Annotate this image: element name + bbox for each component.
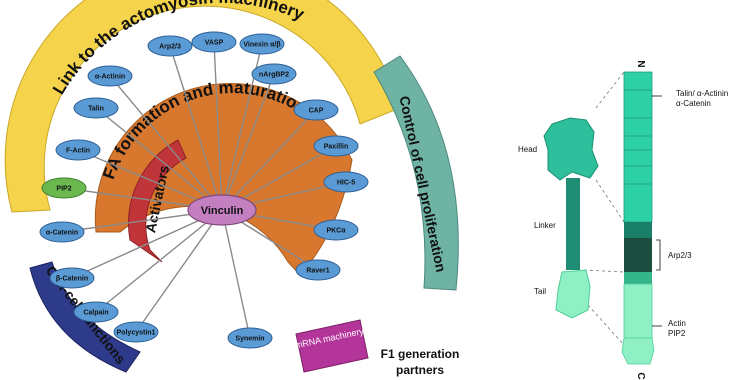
partner-node-actinin[interactable]: α-Actinin xyxy=(87,65,133,87)
spoke-line xyxy=(95,209,223,313)
partner-node-label: α-Actinin xyxy=(95,74,125,81)
partner-node-label: Paxillin xyxy=(324,144,349,151)
bar-arp-segment xyxy=(624,238,652,272)
n-terminus-label: N xyxy=(635,60,646,67)
partner-node-talin[interactable]: Talin xyxy=(73,97,119,119)
partner-node-shape xyxy=(55,139,101,161)
partner-node-paxillin[interactable]: Paxillin xyxy=(313,135,359,157)
head-label: Head xyxy=(518,145,537,154)
vinculin-label: Vinculin xyxy=(201,205,244,217)
partner-node-shape xyxy=(49,267,95,289)
guide-line xyxy=(587,304,625,346)
partner-node-shape xyxy=(147,35,193,57)
head-domain xyxy=(543,117,599,181)
partner-node-label: Talin xyxy=(88,106,104,113)
partner-node-cap[interactable]: CAP xyxy=(293,99,339,121)
proliferation-arc xyxy=(373,55,459,291)
partner-node-raver1[interactable]: Raver1 xyxy=(295,259,341,281)
spoke-line xyxy=(221,209,251,339)
partner-node-vasp[interactable]: VASP xyxy=(191,31,237,53)
guide-line xyxy=(583,269,625,273)
partner-node-label: PIP2 xyxy=(56,186,71,193)
bar-bottom-cap xyxy=(621,337,655,365)
partner-nodes: Arp2/3 VASP Vinexin α/β α-Actinin nArgBP2Tal… xyxy=(39,31,369,349)
partner-node-shape xyxy=(227,327,273,349)
f1-generation-label: F1 generation xyxy=(381,347,460,361)
partner-node-vinexin[interactable]: Vinexin α/β xyxy=(239,33,285,55)
spoke-line xyxy=(169,45,223,211)
partner-node-shape xyxy=(295,259,341,281)
partner-node-label: Synemin xyxy=(235,336,264,343)
partner-node-catenin[interactable]: α-Catenin xyxy=(39,221,85,243)
partner-node-label: α-Catenin xyxy=(46,230,78,237)
partner-node-label: VASP xyxy=(205,40,224,47)
partner-node-synemin[interactable]: Synemin xyxy=(227,327,273,349)
partner-node-shape xyxy=(239,33,285,55)
guide-line xyxy=(595,71,625,109)
partner-node-pkc[interactable]: PKCα xyxy=(313,219,359,241)
partner-node-arp2-3[interactable]: Arp2/3 xyxy=(147,35,193,57)
catenin-label: α-Catenin xyxy=(676,99,711,108)
partner-node-shape xyxy=(251,63,297,85)
guide-line xyxy=(595,179,625,223)
partner-node-label: F-Actin xyxy=(66,148,90,155)
vinculin-node[interactable]: Vinculin xyxy=(187,194,257,226)
partner-node-label: HIC-5 xyxy=(337,180,355,187)
partner-node-polycystin1[interactable]: Polycystin1 xyxy=(113,321,159,343)
spoke-line xyxy=(109,75,223,211)
bar-linker-segment xyxy=(624,222,652,238)
partner-node-label: PKCα xyxy=(326,228,346,235)
mrna-box: mRNA machinery xyxy=(294,319,369,373)
activators-arc xyxy=(128,139,187,263)
partner-node-catenin[interactable]: β-Catenin xyxy=(49,267,95,289)
partner-node-shape xyxy=(191,31,237,53)
arp23-label: Arp2/3 xyxy=(668,251,692,260)
linker-label: Linker xyxy=(534,221,556,230)
spoke-line xyxy=(135,209,223,333)
bar-actin-segment xyxy=(623,283,653,339)
partner-node-shape xyxy=(323,171,369,193)
partner-node-shape xyxy=(87,65,133,87)
partner-node-shape xyxy=(313,135,359,157)
partner-node-label: Vinexin α/β xyxy=(243,42,281,49)
partner-node-shape xyxy=(41,177,87,199)
partner-node-shape xyxy=(73,301,119,323)
partner-node-shape xyxy=(73,97,119,119)
partner-node-f-actin[interactable]: F-Actin xyxy=(55,139,101,161)
partner-node-shape xyxy=(113,321,159,343)
partner-node-shape xyxy=(39,221,85,243)
spoke-line xyxy=(95,107,223,211)
partner-node-label: Raver1 xyxy=(306,268,329,275)
partner-node-label: β-Catenin xyxy=(56,276,88,283)
partner-node-label: nArgBP2 xyxy=(259,72,289,79)
spoke-line xyxy=(221,109,317,211)
partners-label: partners xyxy=(396,363,444,377)
spoke-line xyxy=(221,73,275,211)
partner-node-hic-5[interactable]: HIC-5 xyxy=(323,171,369,193)
partner-node-label: Calpain xyxy=(83,310,108,317)
linker-domain xyxy=(566,178,580,270)
actin-label: Actin xyxy=(668,319,686,328)
tail-domain xyxy=(555,269,591,319)
partner-node-shape xyxy=(293,99,339,121)
pip2-side-label: PIP2 xyxy=(668,329,686,338)
bar-head-segment xyxy=(623,71,653,223)
talin-actinin-label: Talin/ α-Actinin xyxy=(676,89,728,98)
partner-node-label: Arp2/3 xyxy=(159,44,181,51)
partner-node-nargbp2[interactable]: nArgBP2 xyxy=(251,63,297,85)
partner-node-pip2[interactable]: PIP2 xyxy=(41,177,87,199)
spoke-line xyxy=(213,41,223,211)
partner-node-label: CAP xyxy=(309,108,324,115)
partner-node-shape xyxy=(313,219,359,241)
bar-tail-segment xyxy=(624,272,652,284)
structure-domains: N C Head Linker Tail Talin/ α-Actinin α-… xyxy=(518,60,728,379)
c-terminus-label: C xyxy=(635,372,646,379)
partner-node-label: Polycystin1 xyxy=(117,330,156,337)
tail-label: Tail xyxy=(534,287,546,296)
partner-node-calpain[interactable]: Calpain xyxy=(73,301,119,323)
spoke-line xyxy=(71,209,223,279)
